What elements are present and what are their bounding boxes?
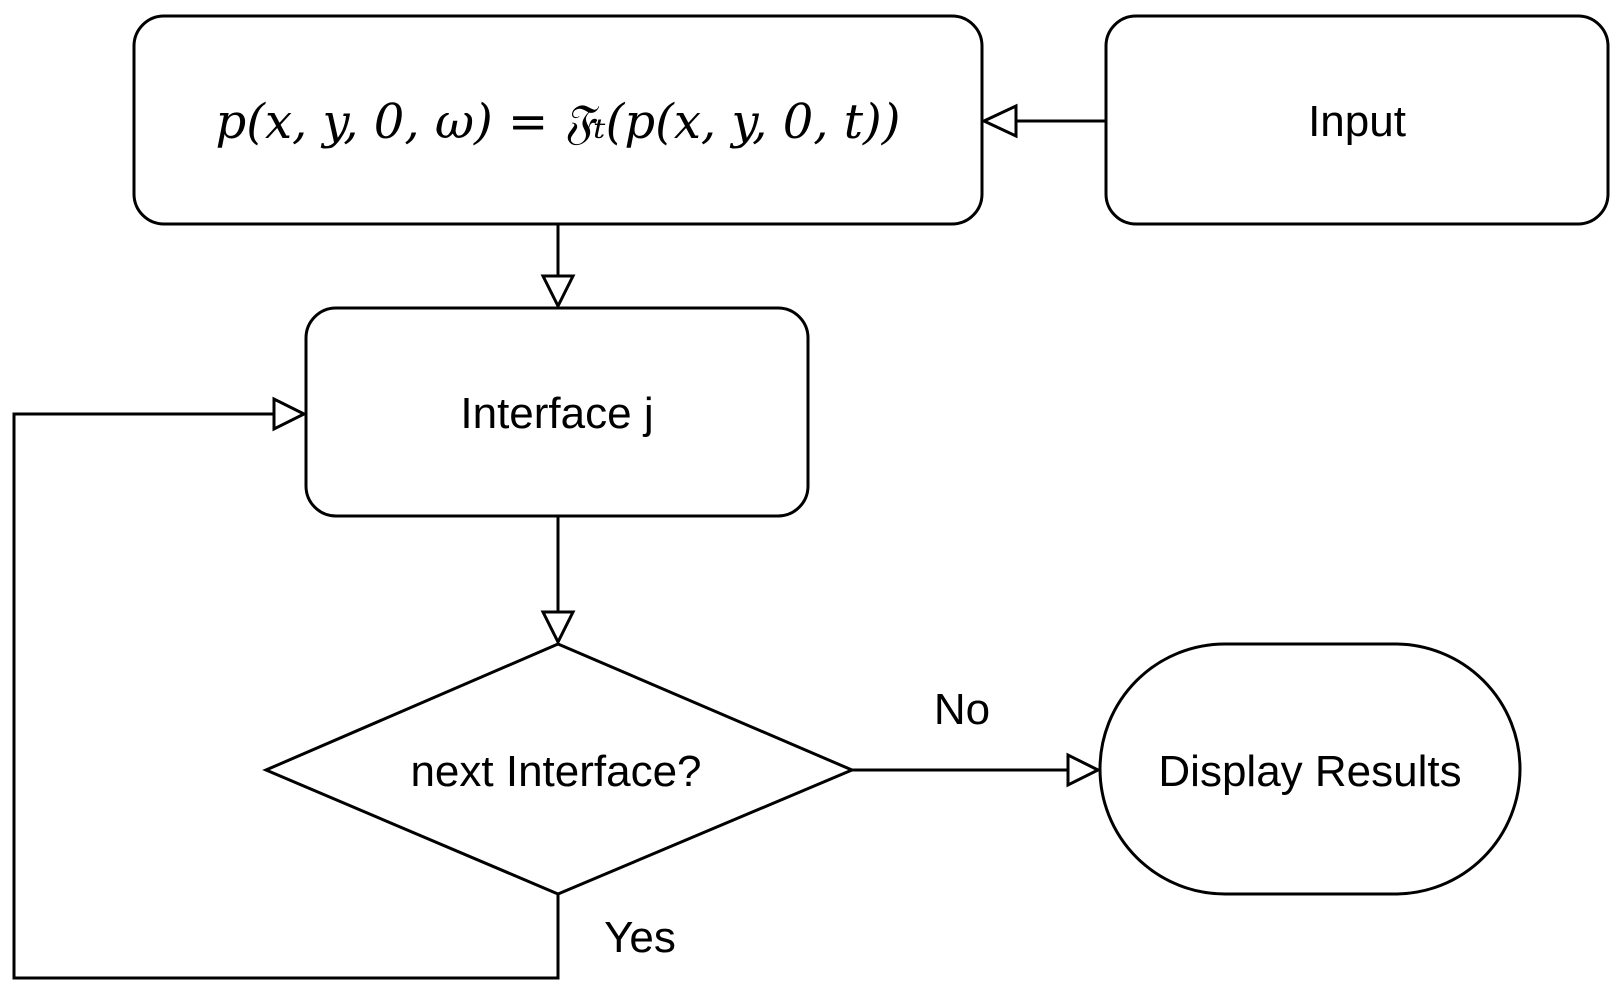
edge-decision-to-display: No <box>852 685 1102 788</box>
edge-input-to-formula <box>980 103 1106 139</box>
input-node[interactable]: Input <box>1104 14 1610 226</box>
arrowhead-right <box>1066 752 1102 788</box>
edge-label-no: No <box>934 685 990 734</box>
formula-node[interactable]: p(x, y, 0, ω) = 𝔉ₜ(p(x, y, 0, t)) <box>132 14 984 226</box>
interface-node[interactable]: Interface j <box>304 306 810 518</box>
arrowhead-right <box>272 396 308 432</box>
formula-label: p(x, y, 0, ω) = 𝔉ₜ(p(x, y, 0, t)) <box>216 94 901 150</box>
edge-label-yes: Yes <box>604 913 676 962</box>
display-results-label: Display Results <box>1158 747 1461 796</box>
edge-interface-to-decision <box>540 516 576 646</box>
display-results-node[interactable]: Display Results <box>1098 642 1522 896</box>
decision-label: next Interface? <box>410 747 701 796</box>
edge-formula-to-interface <box>540 224 576 310</box>
edge-decision-loop-to-interface: Yes <box>12 396 676 980</box>
arrowhead-left <box>980 103 1018 139</box>
decision-node[interactable]: next Interface? <box>262 642 856 896</box>
arrowhead-down <box>540 274 576 310</box>
arrowhead-down <box>540 610 576 646</box>
input-label: Input <box>1308 97 1406 146</box>
interface-label: Interface j <box>460 389 653 438</box>
